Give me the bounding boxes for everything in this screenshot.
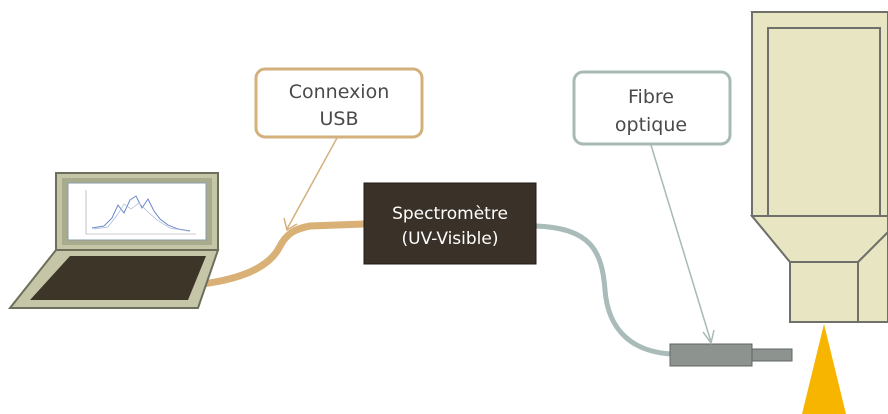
fiber-callout-line2: optique: [615, 114, 687, 136]
probe-body: [669, 343, 753, 367]
usb-callout-box: [254, 67, 424, 139]
usb-callout-arrowhead: [283, 217, 298, 232]
probe-tip: [751, 348, 793, 362]
laptop-icon: [7, 172, 220, 309]
spectrometer-label-line2: (UV-Visible): [401, 229, 498, 249]
usb-callout-pointer: [286, 137, 338, 230]
laptop-keyboard: [30, 256, 206, 300]
usb-cable: [190, 220, 368, 289]
fiber-callout-line1: Fibre: [628, 86, 674, 108]
fiber-cable: [533, 223, 675, 357]
fiber-callout-arrowhead: [702, 329, 715, 345]
fiber-probe-icon: [669, 343, 793, 367]
laptop-screen: [67, 182, 207, 241]
usb-callout-line1: Connexion: [289, 81, 390, 103]
nozzle-icon: [749, 11, 888, 323]
usb-callout: Connexion USB: [254, 67, 424, 232]
nozzle-upper-inner: [767, 27, 881, 217]
spectrometer-box: Spectromètre (UV-Visible): [363, 182, 537, 265]
fiber-callout-pointer: [650, 144, 712, 343]
spectrum-plot-icon: [85, 190, 196, 235]
flame-icon: [802, 324, 846, 414]
fiber-callout: Fibre optique: [572, 70, 732, 345]
usb-callout-line2: USB: [319, 108, 358, 130]
nozzle-outlet: [789, 261, 859, 323]
fiber-callout-box: [572, 70, 732, 146]
spectrometer-label-line1: Spectromètre: [392, 204, 508, 224]
